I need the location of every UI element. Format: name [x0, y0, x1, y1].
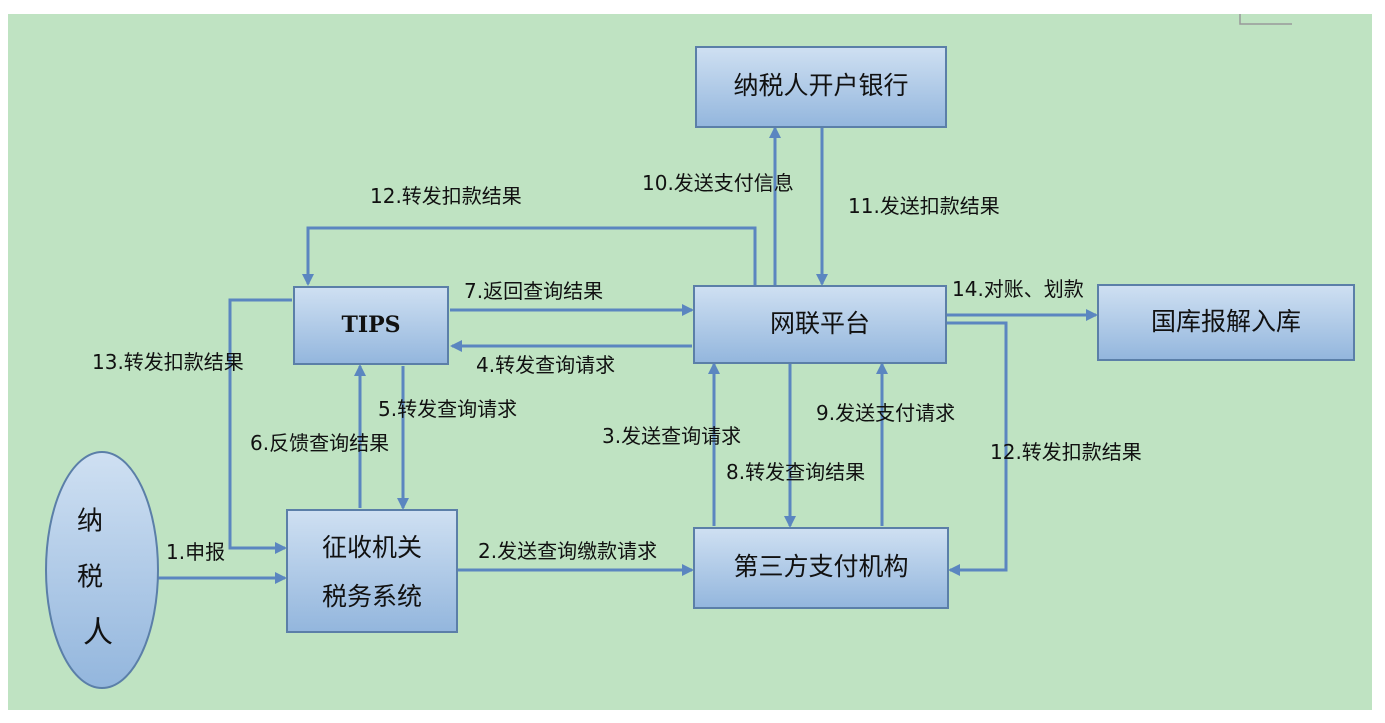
edge-label-11: 11.发送扣款结果 [848, 194, 1000, 218]
edge-label-14: 14.对账、划款 [952, 277, 1084, 301]
edges [158, 126, 1098, 584]
node-treasury-label: 国库报解入库 [1151, 307, 1301, 336]
edge-label-10: 10.发送支付信息 [642, 171, 794, 195]
edge-labels: 1.申报 2.发送查询缴款请求 3.发送查询请求 4.转发查询请求 5.转发查询… [92, 171, 1142, 564]
edge-label-1: 1.申报 [166, 540, 225, 564]
edge-label-6: 6.反馈查询结果 [250, 431, 389, 455]
corner-mark [1239, 14, 1292, 25]
edge-label-5: 5.转发查询请求 [378, 397, 517, 421]
edge-forward-result-13 [228, 298, 292, 554]
node-taxpayer-shape [45, 451, 159, 689]
edge-label-12a: 12.转发扣款结果 [370, 184, 522, 208]
edge-forward-result-12b [946, 321, 1008, 576]
node-bank-box [695, 46, 947, 128]
node-tips-label: TIPS [341, 312, 400, 338]
node-third-party-label: 第三方支付机构 [733, 552, 908, 581]
canvas-background [8, 14, 1372, 710]
edge-label-7: 7.返回查询结果 [464, 279, 603, 303]
node-bank: 纳税人开户银行 [695, 46, 947, 128]
node-tax-office-box [286, 509, 458, 633]
node-taxpayer: 纳 税 人 [45, 451, 159, 689]
node-third-party-box [693, 527, 949, 609]
node-tax-office-line-1: 征收机关 [322, 533, 422, 562]
node-tips-box [293, 286, 449, 365]
edge-forward-result-12a [302, 226, 757, 286]
node-platform: 网联平台 [693, 285, 947, 364]
edge-label-2: 2.发送查询缴款请求 [478, 539, 657, 563]
node-platform-box [693, 285, 947, 364]
edge-label-13: 13.转发扣款结果 [92, 350, 244, 374]
node-taxpayer-char-1: 纳 [77, 507, 103, 537]
node-tips: TIPS [293, 286, 449, 365]
edge-label-9: 9.发送支付请求 [816, 401, 955, 425]
node-third-party: 第三方支付机构 [693, 527, 949, 609]
node-tax-office-line-2: 税务系统 [322, 582, 422, 611]
node-treasury-box [1097, 284, 1355, 361]
node-platform-label: 网联平台 [770, 309, 870, 338]
node-taxpayer-char-3: 人 [83, 616, 113, 651]
edge-label-3: 3.发送查询请求 [602, 424, 741, 448]
node-bank-label: 纳税人开户银行 [733, 71, 908, 100]
node-treasury: 国库报解入库 [1097, 284, 1355, 361]
node-tax-office: 征收机关 税务系统 [286, 509, 458, 633]
edge-label-12b: 12.转发扣款结果 [990, 440, 1142, 464]
node-taxpayer-char-2: 税 [77, 563, 103, 593]
edge-label-4: 4.转发查询请求 [476, 353, 615, 377]
edge-label-8: 8.转发查询结果 [726, 460, 865, 484]
